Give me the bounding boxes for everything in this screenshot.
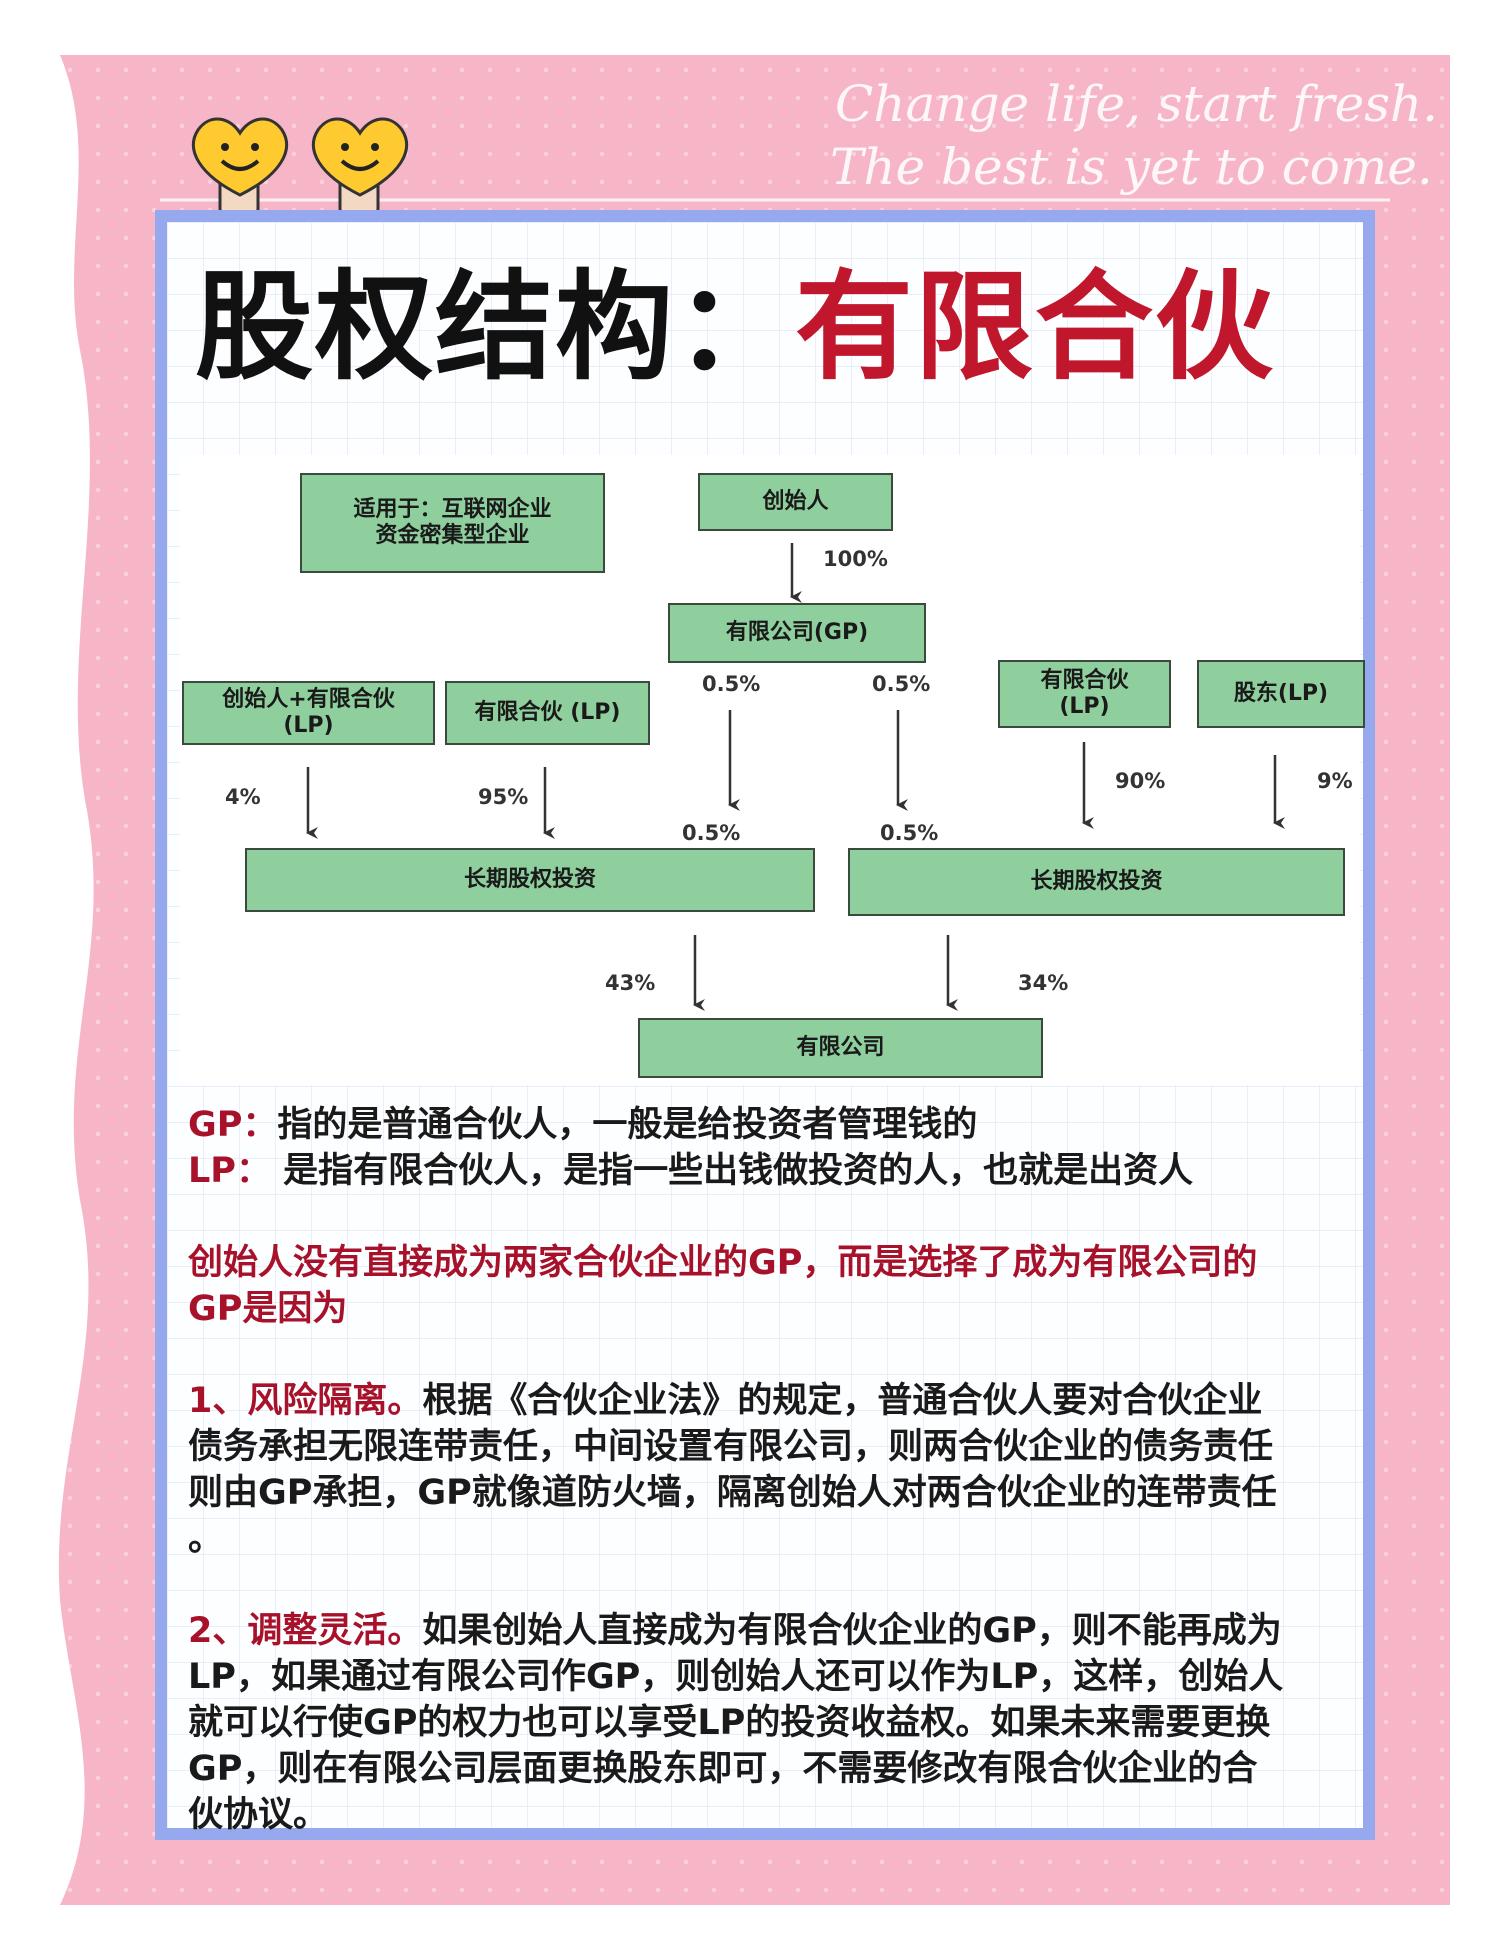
- reason-1-line-2: 债务承担无限连带责任，中间设置有限公司，则两合伙企业的债务责任: [188, 1427, 1274, 1467]
- reason-2-heading: 2、调整灵活。: [188, 1611, 423, 1651]
- box-long-term-investment-left: 长期股权投资: [245, 848, 815, 912]
- title-prefix: 股权结构：: [195, 258, 796, 396]
- reason-2-line-5: 伙协议。: [188, 1795, 329, 1835]
- gp-definition: GP：指的是普通合伙人，一般是给投资者管理钱的: [188, 1102, 977, 1148]
- pct-lp-right: 90%: [1115, 769, 1166, 793]
- box-founder-plus-lp: 创始人+有限合伙 (LP): [182, 681, 435, 745]
- reason-2-line-1: 2、调整灵活。如果创始人直接成为有限合伙企业的GP，则不能再成为: [188, 1608, 1282, 1654]
- equity-structure-diagram: 适用于：互联网企业 资金密集型企业 创始人 有限公司(GP) 创始人+有限合伙 …: [180, 455, 1365, 1085]
- decorative-slogan-line-2: The best is yet to come.: [830, 138, 1433, 196]
- box-founder: 创始人: [698, 473, 893, 531]
- box-limited-partner-right: 有限合伙 (LP): [998, 660, 1171, 728]
- pct-fund-right-out: 34%: [1018, 971, 1069, 995]
- reason-2-line-2: LP，如果通过有限公司作GP，则创始人还可以作为LP，这样，创始人: [188, 1657, 1284, 1697]
- reason-2-line-4: GP，则在有限公司层面更换股东即可，不需要修改有限合伙企业的合: [188, 1749, 1258, 1789]
- box-gp-company: 有限公司(GP): [668, 603, 926, 663]
- reason-2-line-3: 就可以行使GP的权力也可以享受LP的投资收益权。如果未来需要更换: [188, 1703, 1271, 1743]
- box-shareholder-lp: 股东(LP): [1197, 660, 1365, 728]
- pct-shareholder: 9%: [1317, 769, 1353, 793]
- box-long-term-investment-right: 长期股权投资: [848, 848, 1345, 916]
- reason-1-line-3: 则由GP承担，GP就像道防火墙，隔离创始人对两合伙企业的连带责任: [188, 1473, 1277, 1513]
- reason-2-text: 如果创始人直接成为有限合伙企业的GP，则不能再成为: [422, 1611, 1282, 1651]
- pct-gp-left-bottom: 0.5%: [682, 821, 741, 845]
- question-line-1: 创始人没有直接成为两家合伙企业的GP，而是选择了成为有限公司的: [188, 1243, 1258, 1283]
- heart-smiley-icon: [192, 117, 408, 215]
- diagram-arrows: [306, 543, 1285, 1011]
- pct-gp-right-top: 0.5%: [872, 672, 931, 696]
- box-limited-company: 有限公司: [638, 1018, 1043, 1078]
- reason-1-heading: 1、风险隔离。: [188, 1381, 423, 1421]
- pct-founder-lp: 4%: [225, 785, 261, 809]
- lp-label: LP：: [188, 1151, 271, 1191]
- decorative-slogan-line-1: Change life, start fresh.: [835, 75, 1439, 133]
- gp-definition-text: 指的是普通合伙人，一般是给投资者管理钱的: [277, 1105, 978, 1145]
- title-highlight: 有限合伙: [795, 258, 1276, 396]
- reason-1-text: 根据《合伙企业法》的规定，普通合伙人要对合伙企业: [422, 1381, 1263, 1421]
- question-line-2: GP是因为: [188, 1289, 348, 1329]
- gp-label: GP：: [188, 1105, 278, 1145]
- pct-founder-to-gp: 100%: [823, 547, 888, 571]
- box-limited-partner-left: 有限合伙 (LP): [445, 681, 650, 745]
- reason-1-line-4: 。: [188, 1519, 224, 1559]
- reason-1-line-1: 1、风险隔离。根据《合伙企业法》的规定，普通合伙人要对合伙企业: [188, 1378, 1262, 1424]
- pct-fund-left-out: 43%: [605, 971, 656, 995]
- lp-definition: LP： 是指有限合伙人，是指一些出钱做投资的人，也就是出资人: [188, 1148, 1193, 1194]
- pct-lp-left: 95%: [478, 785, 529, 809]
- pct-gp-right-bottom: 0.5%: [880, 821, 939, 845]
- lp-definition-text: 是指有限合伙人，是指一些出钱做投资的人，也就是出资人: [283, 1151, 1194, 1191]
- box-applies-to: 适用于：互联网企业 资金密集型企业: [300, 473, 605, 573]
- page-title: 股权结构：有限合伙: [195, 268, 1275, 386]
- pct-gp-left-top: 0.5%: [702, 672, 761, 696]
